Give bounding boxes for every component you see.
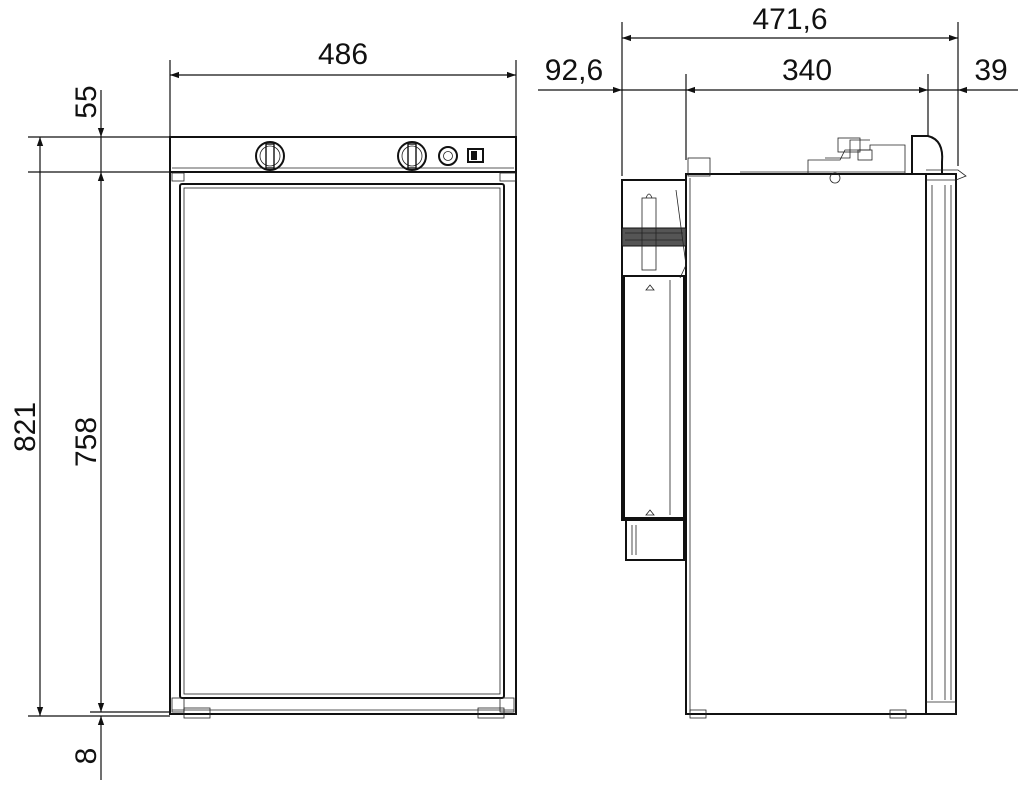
side-view: [621, 135, 967, 719]
indicator-window-icon: [467, 148, 484, 163]
front-dimensions: 486 821 758 55 8: [9, 38, 517, 780]
side-dimensions: 471,6 92,6 340 39: [538, 3, 1018, 176]
front-view: [169, 136, 517, 719]
door: [179, 183, 505, 699]
side-rear-depth-label: 92,6: [545, 54, 603, 87]
bottom-offset-label: 8: [70, 748, 103, 765]
top-offset-label: 55: [70, 85, 103, 118]
ignition-button-icon: [438, 146, 458, 166]
burner-box: [625, 519, 685, 561]
total-height-label: 821: [9, 402, 42, 452]
thermostat-knob-icon: [255, 141, 285, 171]
top-controls: [740, 137, 906, 184]
door-height-label: 758: [70, 417, 103, 467]
foot-left: [183, 707, 211, 719]
selector-knob-icon: [397, 141, 427, 171]
foot-right: [477, 707, 505, 719]
cabinet: [169, 171, 517, 715]
rear-cooling-unit: [621, 179, 687, 561]
side-door-depth-label: 39: [974, 54, 1007, 87]
control-panel: [169, 136, 517, 173]
side-body-depth-label: 340: [782, 54, 832, 87]
side-total-depth-label: 471,6: [752, 3, 827, 36]
side-cabinet: [685, 173, 927, 715]
front-width-label: 486: [318, 38, 368, 71]
side-door: [925, 173, 957, 715]
